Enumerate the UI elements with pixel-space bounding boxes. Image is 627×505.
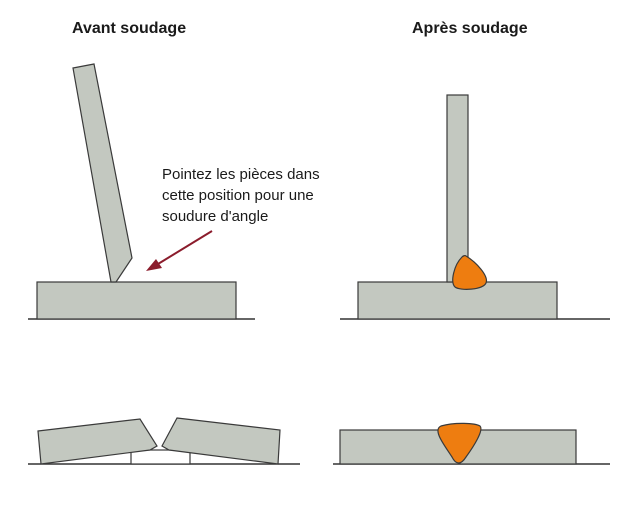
pointer-arrow-head: [146, 259, 162, 271]
butt-plate-left: [37, 418, 158, 465]
heading-before-welding: Avant soudage: [72, 20, 187, 37]
pointer-arrow-shaft: [157, 230, 213, 265]
annotation-line-1: Pointez les pièces dans: [162, 166, 320, 183]
base-plate-before: [36, 281, 237, 320]
tack-weld-annotation: Pointez les pièces dans cette position p…: [162, 164, 362, 227]
butt-weld-bead: [437, 422, 482, 464]
heading-after-welding: Après soudage: [412, 20, 528, 37]
upright-plate-after: [446, 94, 469, 283]
backing-strip: [130, 449, 191, 465]
butt-plate-right: [161, 417, 281, 465]
tilted-upright-plate: [72, 63, 133, 283]
fillet-weld-bead: [452, 254, 488, 290]
annotation-line-2: cette position pour une: [162, 187, 314, 204]
annotation-line-3: soudure d'angle: [162, 208, 269, 225]
